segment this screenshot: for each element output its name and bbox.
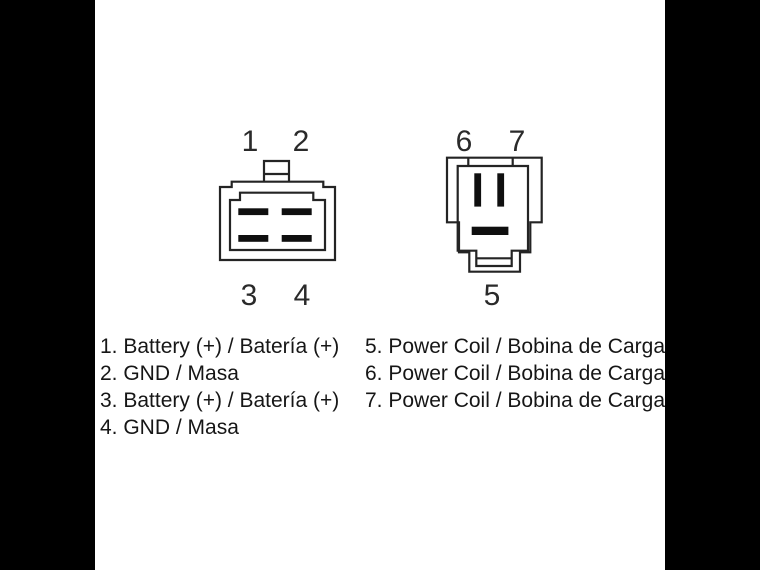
legend-item-4: 4. GND / Masa [100,416,239,439]
pin-slot-4 [281,235,312,242]
letterbox-right-bar [665,0,760,570]
pin-label-7: 7 [508,125,526,158]
letterbox-left-bar [0,0,95,570]
legend-right-column: 5. Power Coil / Bobina de Carga 6. Power… [365,333,665,414]
legend-item-2: 2. GND / Masa [100,362,239,385]
pin-label-1: 1 [241,125,259,158]
battery-pin-slots [238,208,312,242]
battery-latch-tab [262,159,291,182]
pin-slot-1 [238,208,269,216]
pin-label-4: 4 [293,279,311,312]
pin-label-6: 6 [455,125,473,158]
pin-slot-7 [497,173,505,207]
legend-item-5: 5. Power Coil / Bobina de Carga [365,335,665,358]
pin-slot-6 [474,173,482,207]
pin-slot-5 [471,226,509,235]
battery-connector-drawing [218,159,337,262]
pin-label-5: 5 [483,279,501,312]
pin-label-3: 3 [240,279,258,312]
battery-cavity-outline [228,191,327,252]
pin-slot-3 [238,235,269,242]
power-coil-housing-outline [445,156,543,273]
legend-item-7: 7. Power Coil / Bobina de Carga [365,389,665,412]
power-coil-pin-slots [471,173,509,235]
legend-item-3: 3. Battery (+) / Batería (+) [100,389,340,412]
legend-left-column: 1. Battery (+) / Batería (+) 2. GND / Ma… [100,333,339,441]
battery-housing-outline [218,180,337,262]
pin-label-2: 2 [292,125,310,158]
power-coil-cavity-outline [456,164,530,268]
legend-item-1: 1. Battery (+) / Batería (+) [100,335,340,358]
legend-item-6: 6. Power Coil / Bobina de Carga [365,362,665,385]
connector-diagram [218,156,543,273]
diagram-canvas: 1 2 3 4 6 7 5 1. Battery (+) / Batería (… [95,0,665,570]
pin-slot-2 [281,208,312,216]
power-coil-connector-drawing [445,156,543,273]
